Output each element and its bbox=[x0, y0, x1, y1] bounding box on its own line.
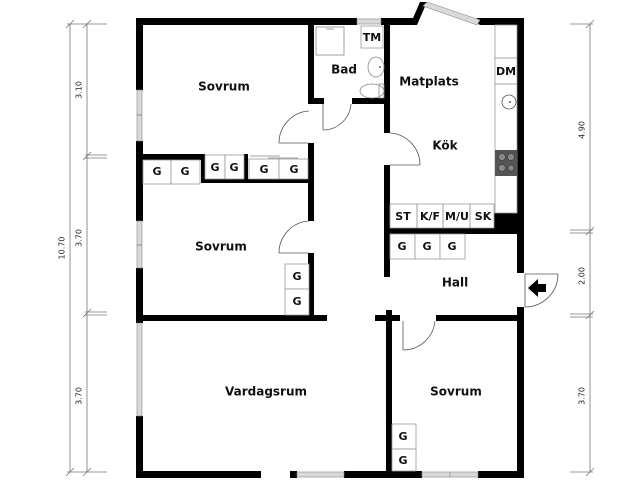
room-hall: Hall bbox=[442, 276, 468, 290]
dim-right-1: 4.90 bbox=[578, 121, 587, 139]
sink-icon bbox=[367, 56, 385, 78]
wardrobe-g: G bbox=[292, 295, 301, 308]
windows bbox=[136, 1, 481, 478]
room-sovrum-3: Sovrum bbox=[430, 385, 482, 399]
fixture-mu: M/U bbox=[445, 210, 469, 223]
tm-box bbox=[360, 25, 384, 49]
dim-left-2: 3.70 bbox=[75, 229, 84, 247]
room-kok: Kök bbox=[432, 139, 458, 153]
wardrobe-g: G bbox=[397, 240, 406, 253]
room-bad: Bad bbox=[331, 63, 357, 77]
wardrobes: G G G G G G G G G G G G G bbox=[142, 154, 466, 472]
wardrobe-g: G bbox=[152, 165, 161, 178]
fixture-sk: SK bbox=[475, 210, 492, 223]
room-vardagsrum: Vardagsrum bbox=[225, 385, 307, 399]
wardrobe-g: G bbox=[292, 270, 301, 283]
interior-walls bbox=[136, 18, 524, 478]
stove-icon bbox=[495, 150, 517, 176]
room-sovrum-1: Sovrum bbox=[198, 80, 250, 94]
wardrobe-g: G bbox=[289, 163, 298, 176]
doors bbox=[278, 103, 559, 351]
fixture-dm: DM bbox=[496, 65, 516, 78]
wardrobe-g: G bbox=[398, 430, 407, 443]
dim-right-2: 2.00 bbox=[578, 267, 587, 285]
wardrobe-g: G bbox=[422, 240, 431, 253]
fixture-tm: TM bbox=[363, 31, 381, 44]
room-sovrum-2: Sovrum bbox=[195, 240, 247, 254]
exterior-walls bbox=[136, 2, 524, 478]
room-matplats: Matplats bbox=[399, 75, 458, 89]
dim-right-3: 3.70 bbox=[578, 387, 587, 405]
fixture-st: ST bbox=[395, 210, 411, 223]
wardrobe-g: G bbox=[259, 163, 268, 176]
wardrobe-g: G bbox=[398, 454, 407, 467]
bathroom-fixtures: TM bbox=[315, 25, 385, 99]
kitchen-sink-icon bbox=[501, 94, 517, 110]
dim-left-1: 3.10 bbox=[75, 81, 84, 99]
shower-icon bbox=[315, 26, 345, 56]
dimension-left: 10.70 3.10 3.70 3.70 bbox=[58, 19, 107, 477]
dimension-right: 4.90 2.00 3.70 bbox=[570, 19, 595, 477]
toilet-icon bbox=[359, 83, 385, 99]
dim-total-left: 10.70 bbox=[58, 237, 67, 260]
arrow-left-icon bbox=[528, 279, 546, 297]
fixture-kf: K/F bbox=[420, 210, 440, 223]
wardrobe-g: G bbox=[447, 240, 456, 253]
wardrobe-g: G bbox=[210, 161, 219, 174]
dim-left-3: 3.70 bbox=[75, 387, 84, 405]
wardrobe-g: G bbox=[229, 161, 238, 174]
wardrobe-g: G bbox=[180, 165, 189, 178]
kitchen-counter: DM ST K/F M/U SK bbox=[389, 24, 518, 229]
